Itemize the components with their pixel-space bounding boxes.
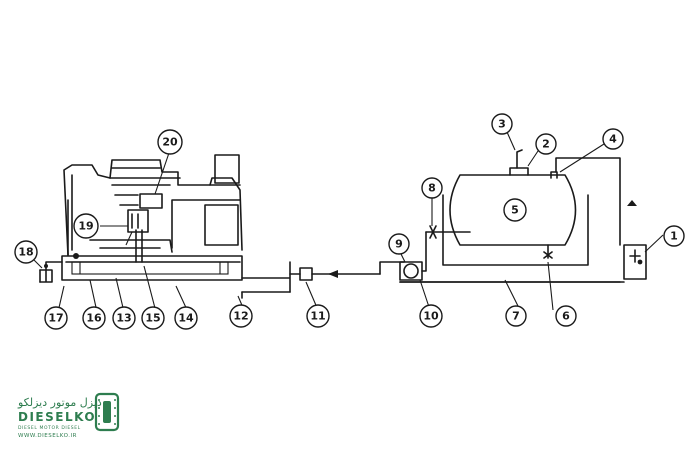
callout-5: 5 <box>503 198 527 222</box>
fuel-pipe-system <box>241 261 621 299</box>
callout-16-label: 16 <box>86 312 102 325</box>
callout-2: 2 <box>535 133 557 155</box>
callout-3-label: 3 <box>498 118 506 131</box>
callout-6-label: 6 <box>562 310 570 323</box>
callout-17-label: 17 <box>48 312 63 325</box>
transfer-pump <box>399 231 427 281</box>
dieselko-logo: دیزل موتور دیزلکو DIESELKO DIESEL MOTOR … <box>17 392 120 439</box>
callout-16: 16 <box>82 306 106 330</box>
logo-url: WWW.DIESELKO.IR <box>18 433 77 439</box>
callout-18: 18 <box>14 240 38 264</box>
callout-1-label: 1 <box>670 230 678 243</box>
callout-17: 17 <box>44 306 68 330</box>
callout-3: 3 <box>491 113 513 135</box>
callout-8-label: 8 <box>428 182 436 195</box>
callout-13-label: 13 <box>116 312 131 325</box>
callout-10: 10 <box>419 304 443 328</box>
callout-9-label: 9 <box>395 238 403 251</box>
callout-20: 20 <box>157 129 183 155</box>
callout-11-label: 11 <box>310 310 325 323</box>
callout-7-label: 7 <box>512 310 520 323</box>
logo-persian-text: دیزل موتور دیزلکو <box>17 396 102 409</box>
callout-18-label: 18 <box>18 246 33 259</box>
generator-set <box>63 154 243 263</box>
callout-8: 8 <box>421 177 443 199</box>
main-storage-tank <box>425 149 589 266</box>
callout-12: 12 <box>229 304 253 328</box>
callout-6: 6 <box>555 305 577 327</box>
callout-4-label: 4 <box>609 133 617 146</box>
overflow-return-line <box>399 157 647 283</box>
callout-9: 9 <box>388 233 410 255</box>
callout-15-label: 15 <box>145 312 160 325</box>
callout-4: 4 <box>602 128 624 150</box>
logo-tagline: DIESEL MOTOR DIESEL <box>18 425 81 431</box>
callout-1: 1 <box>663 225 685 247</box>
callout-15: 15 <box>141 306 165 330</box>
vent-fill-assembly <box>39 261 63 283</box>
callout-19-label: 19 <box>78 220 93 233</box>
callout-14-label: 14 <box>178 312 194 325</box>
callout-7: 7 <box>505 305 527 327</box>
callout-2-label: 2 <box>542 138 550 151</box>
callout-5-label: 5 <box>511 204 519 217</box>
callout-leaders <box>31 131 664 313</box>
callout-13: 13 <box>112 306 136 330</box>
callout-14: 14 <box>174 306 198 330</box>
callout-11: 11 <box>306 304 330 328</box>
callout-10-label: 10 <box>423 310 439 323</box>
callout-19: 19 <box>73 213 99 239</box>
callout-12-label: 12 <box>233 310 248 323</box>
logo-name: DIESELKO <box>18 410 96 424</box>
logo-emblem-icon <box>94 392 120 432</box>
base-tank <box>61 253 243 281</box>
callout-20-label: 20 <box>162 136 178 149</box>
